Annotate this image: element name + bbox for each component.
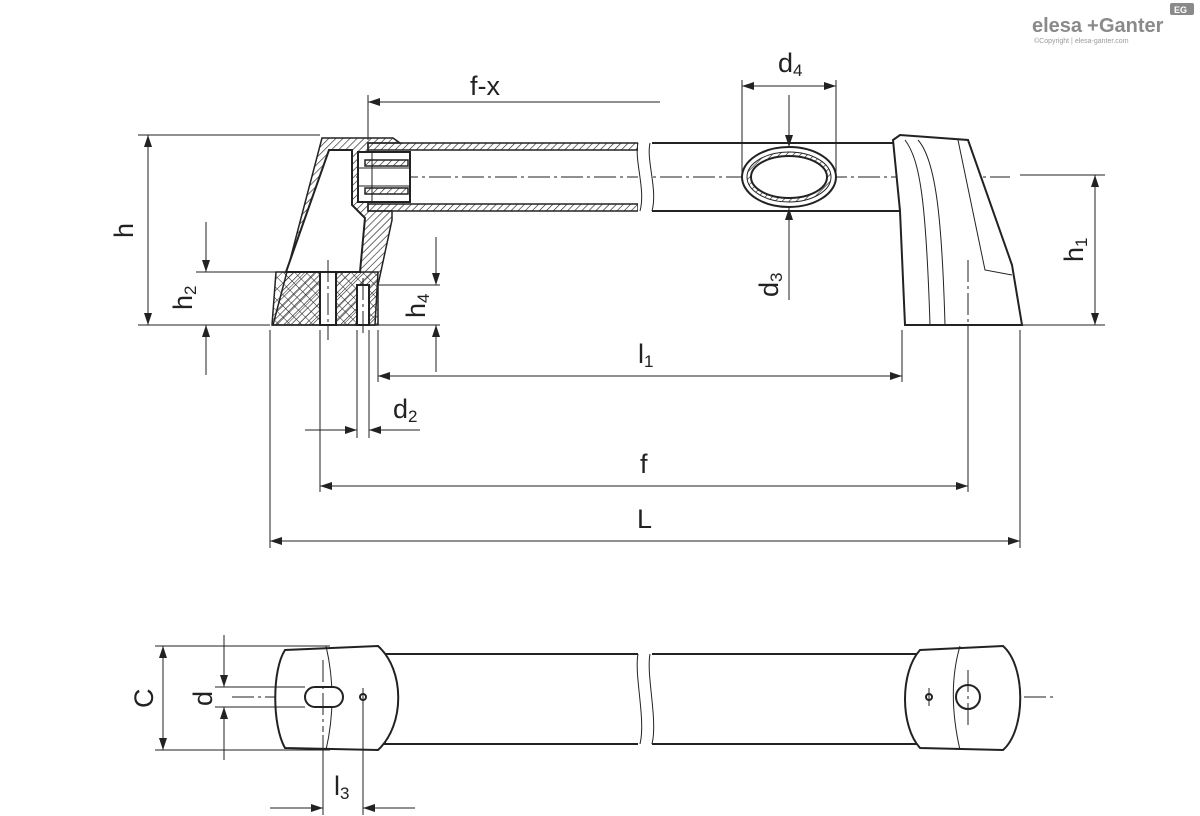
label-h4: h4 — [401, 294, 433, 319]
top-view-bar — [384, 653, 921, 745]
top-view-right-cap-curve — [952, 645, 961, 751]
tube-wall-top-section — [367, 142, 639, 151]
brand-logo: elesa + Ganter EG ©Copyright | elesa-gan… — [1032, 3, 1194, 45]
label-h2: h2 — [168, 286, 200, 311]
label-f: f — [640, 449, 648, 479]
tube-break — [636, 138, 655, 216]
label-C: C — [129, 689, 159, 709]
label-d: d — [188, 691, 218, 706]
brand-badge-bg — [1170, 3, 1194, 15]
tube-wall-bottom-section — [367, 203, 639, 212]
label-f-minus-x: f-x — [470, 71, 500, 101]
brand-name-left: elesa — [1032, 15, 1083, 37]
label-l1: l1 — [638, 339, 653, 371]
brand-name-plus: + — [1087, 15, 1099, 37]
brand-name-right: Ganter — [1099, 15, 1164, 37]
label-L: L — [637, 504, 652, 534]
top-view: C d l3 — [129, 635, 1055, 815]
tube-section-inner — [750, 155, 828, 199]
right-housing-curve-1 — [904, 139, 931, 326]
label-d2: d2 — [393, 394, 418, 426]
brand-badge: EG — [1174, 5, 1187, 15]
right-housing-curve-2 — [917, 139, 946, 326]
left-base-section-outer — [271, 271, 321, 326]
label-d4: d4 — [778, 48, 803, 80]
right-housing — [891, 133, 1024, 326]
left-slot — [304, 686, 344, 708]
label-h1: h1 — [1059, 238, 1091, 263]
label-l3: l3 — [334, 771, 349, 803]
right-housing-step — [957, 139, 1013, 276]
label-h: h — [109, 223, 139, 238]
front-view: f-x d4 d3 h h2 h4 h1 l1 — [109, 48, 1105, 548]
brand-copyright: ©Copyright | elesa-ganter.com — [1034, 37, 1129, 45]
label-d3: d3 — [754, 273, 786, 298]
top-view-bar-break — [636, 648, 655, 750]
